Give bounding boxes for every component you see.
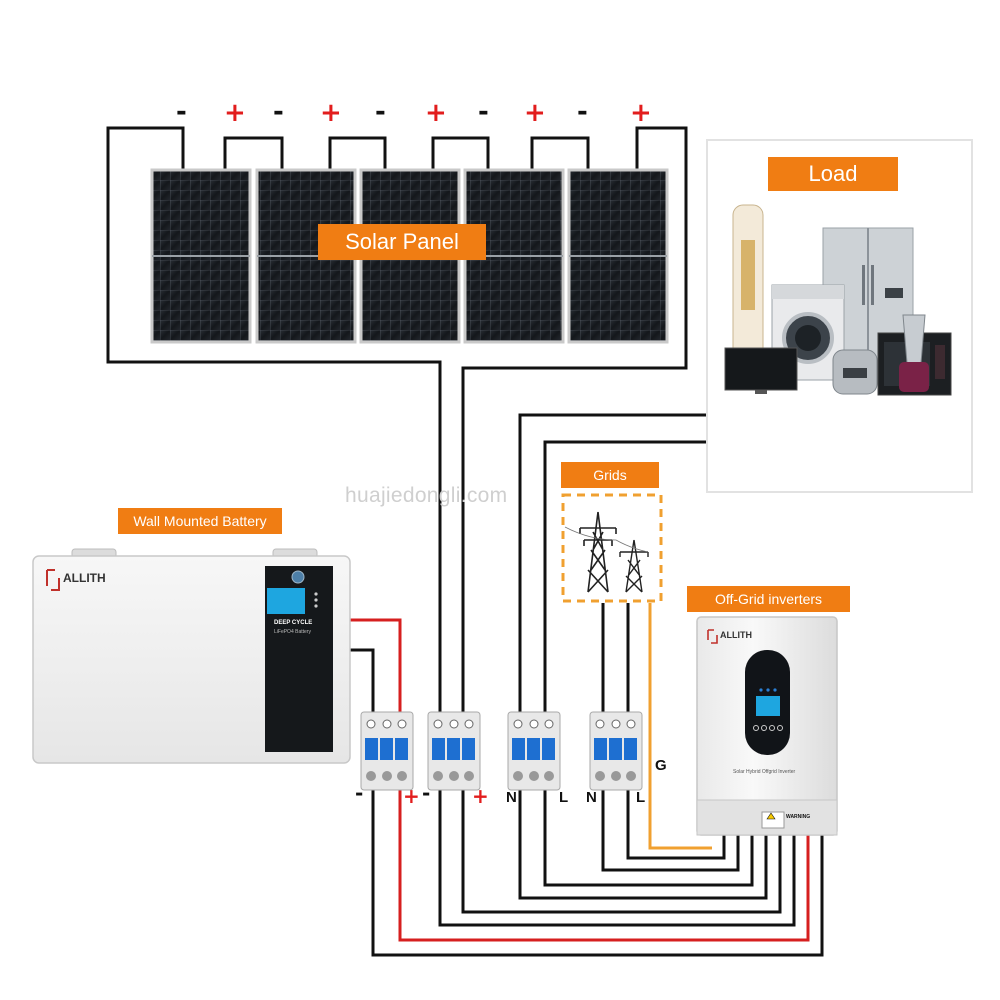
ground-wire — [648, 603, 712, 850]
panel-terminal-negative: - — [478, 97, 489, 127]
panel-terminal-positive: + — [524, 98, 546, 128]
battery-brand: ALLITH — [63, 571, 106, 585]
circuit-breaker — [589, 711, 643, 791]
battery-negative-wire — [350, 648, 375, 712]
panel-jumper-wire — [431, 136, 490, 170]
solar-wires — [106, 126, 688, 712]
breaker-group — [360, 711, 643, 791]
feed-grid-neutral — [601, 790, 740, 872]
power-tower-icon — [619, 539, 649, 593]
grids-label: Grids — [561, 462, 659, 488]
battery-screen-subtitle: LiFePO4 Battery — [274, 629, 311, 635]
television-icon — [724, 347, 798, 394]
panel-terminal-positive: + — [224, 98, 246, 128]
feed-load-neutral — [518, 790, 768, 900]
inverter-brand: ALLITH — [720, 630, 752, 640]
breaker-terminal-neutral: N — [506, 789, 517, 806]
battery-screen-title: DEEP CYCLE — [274, 620, 313, 626]
grids-box — [561, 493, 663, 603]
feed-battery-negative — [371, 790, 824, 957]
array-negative-wire — [106, 126, 442, 712]
breaker-terminal-line: L — [559, 789, 569, 806]
circuit-breaker — [360, 711, 414, 791]
feed-pv-positive — [461, 790, 782, 914]
battery-label: Wall Mounted Battery — [118, 508, 282, 534]
inverter-feed-wires — [371, 790, 824, 957]
power-line — [564, 526, 649, 553]
breaker-terminal-positive: + — [472, 784, 489, 808]
feed-grid-line — [626, 790, 726, 860]
circuit-breaker — [427, 711, 481, 791]
panel-terminal-negative: - — [176, 97, 187, 127]
battery-positive-wire — [350, 618, 402, 712]
inverters-label: Off-Grid inverters — [687, 586, 850, 612]
load-wires — [518, 413, 706, 712]
solar-panel-label: Solar Panel — [318, 224, 486, 260]
load-neutral-wire — [518, 413, 706, 712]
feed-load-line — [543, 790, 754, 887]
grid-wires — [601, 603, 712, 850]
panel-terminal-negative: - — [375, 97, 386, 127]
inverter-warning: WARNING — [786, 814, 811, 820]
panel-jumper-wire — [328, 136, 387, 170]
watermark: huajiedongli.com — [345, 484, 508, 507]
solar-panel — [567, 168, 669, 344]
breaker-terminal-neutral: N — [586, 789, 597, 806]
circuit-breaker — [507, 711, 561, 791]
load-line-wire — [543, 440, 706, 712]
panel-jumper-wire — [530, 136, 590, 170]
load-label: Load — [768, 157, 898, 191]
wall-mounted-battery — [32, 548, 351, 764]
allith-logo-icon — [707, 629, 718, 644]
panel-terminal-positive: + — [320, 98, 342, 128]
panel-jumper-wire — [223, 136, 284, 170]
ground-terminal-label: G — [655, 757, 667, 774]
panel-terminal-positive: + — [630, 98, 652, 128]
blender-icon — [899, 314, 929, 392]
breaker-terminal-negative: - — [422, 781, 431, 805]
off-grid-inverter — [696, 616, 838, 836]
feed-battery-positive — [398, 790, 810, 942]
feed-pv-negative — [438, 790, 796, 927]
inverter-caption: Solar Hybrid Offgrid Inverter — [733, 769, 796, 775]
breaker-terminal-negative: - — [355, 781, 364, 805]
allith-logo-icon — [46, 569, 60, 591]
power-tower-icon — [579, 511, 617, 593]
breaker-terminal-positive: + — [403, 784, 420, 808]
breaker-terminal-line: L — [636, 789, 646, 806]
solar-panel — [150, 168, 252, 344]
rice-cooker-icon — [832, 349, 878, 395]
panel-terminal-negative: - — [273, 97, 284, 127]
panel-terminal-negative: - — [577, 97, 588, 127]
panel-terminal-positive: + — [425, 98, 447, 128]
array-positive-wire — [461, 126, 688, 712]
battery-wires — [350, 618, 402, 712]
load-box — [706, 139, 973, 493]
